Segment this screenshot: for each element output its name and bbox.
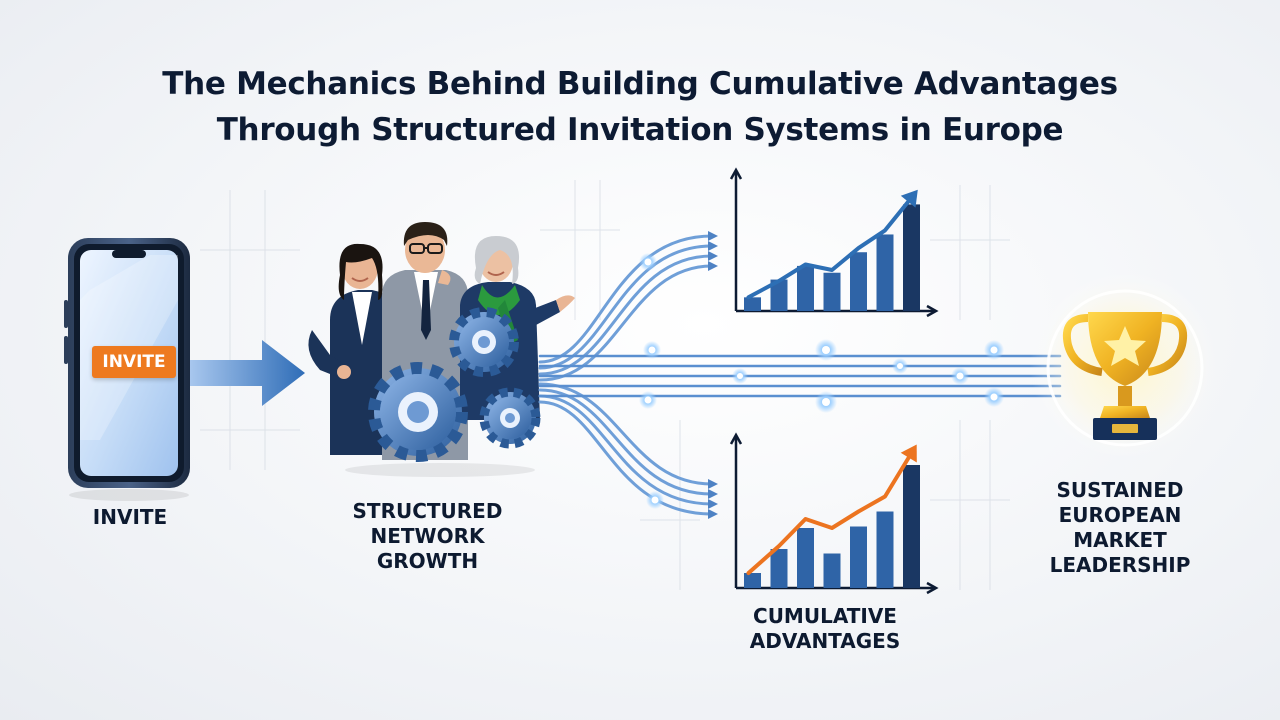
stage-label-line: NETWORK: [370, 524, 485, 548]
trend-arrowhead: [900, 444, 917, 463]
trophy-icon: [1030, 270, 1220, 460]
bar: [850, 252, 867, 311]
title-line-2: Through Structured Invitation Systems in…: [216, 111, 1064, 148]
bar: [903, 465, 920, 588]
gear-small: [479, 387, 541, 449]
stage-label-line: MARKET: [1073, 528, 1167, 552]
bar: [744, 297, 761, 311]
stage-label-line: STRUCTURED: [352, 499, 503, 523]
chart-lower: [729, 432, 939, 595]
y-axis-arrowhead: [729, 167, 743, 180]
stage-label-sustained: SUSTAINED EUROPEAN MARKET LEADERSHIP: [1020, 478, 1220, 578]
arrow-right-icon: [190, 340, 305, 406]
circuit-streams-icon: [538, 231, 1062, 519]
gears-icon: [345, 307, 541, 477]
stage-label-line: CUMULATIVE: [753, 604, 897, 628]
bar: [876, 234, 894, 311]
y-axis-arrowhead: [729, 432, 743, 445]
x-axis-arrowhead: [926, 304, 939, 318]
stream-nodes: [639, 253, 1004, 509]
stream-upper: [538, 234, 714, 382]
trend-arrowhead: [900, 189, 918, 208]
bar: [850, 526, 867, 588]
bar: [823, 272, 841, 311]
stage-label-line: ADVANTAGES: [749, 629, 901, 653]
trend-line: [746, 195, 914, 300]
stream-lower: [538, 382, 714, 516]
bar: [744, 573, 761, 588]
trend-line: [746, 451, 914, 575]
gear-large: [368, 362, 468, 462]
stage-label-line: LEADERSHIP: [1049, 553, 1191, 577]
background-grid: [200, 180, 1010, 590]
stage-label-network: STRUCTURED NETWORK GROWTH: [315, 499, 540, 574]
invite-badge: INVITE: [92, 346, 176, 378]
stage-label-invite: INVITE: [60, 505, 200, 530]
stream-center: [538, 354, 1062, 398]
stream-arrowheads: [708, 231, 718, 519]
bar: [770, 549, 788, 588]
stage-label-line: GROWTH: [376, 549, 479, 573]
bar: [876, 511, 894, 588]
stage-label-line: EUROPEAN: [1058, 503, 1182, 527]
page-title: The Mechanics Behind Building Cumulative…: [0, 61, 1280, 153]
stage-label-cumulative: CUMULATIVE ADVANTAGES: [705, 604, 945, 654]
chart-upper: [729, 167, 939, 318]
bar: [903, 204, 920, 311]
title-line-1: The Mechanics Behind Building Cumulative…: [162, 65, 1118, 102]
bar: [797, 528, 814, 588]
x-axis-arrowhead: [926, 581, 939, 595]
stage-label-line: INVITE: [92, 505, 168, 529]
stage-label-line: SUSTAINED: [1056, 478, 1184, 502]
bar: [770, 279, 788, 311]
gear-medium: [449, 307, 519, 377]
bar: [823, 553, 841, 588]
bar: [797, 265, 814, 311]
